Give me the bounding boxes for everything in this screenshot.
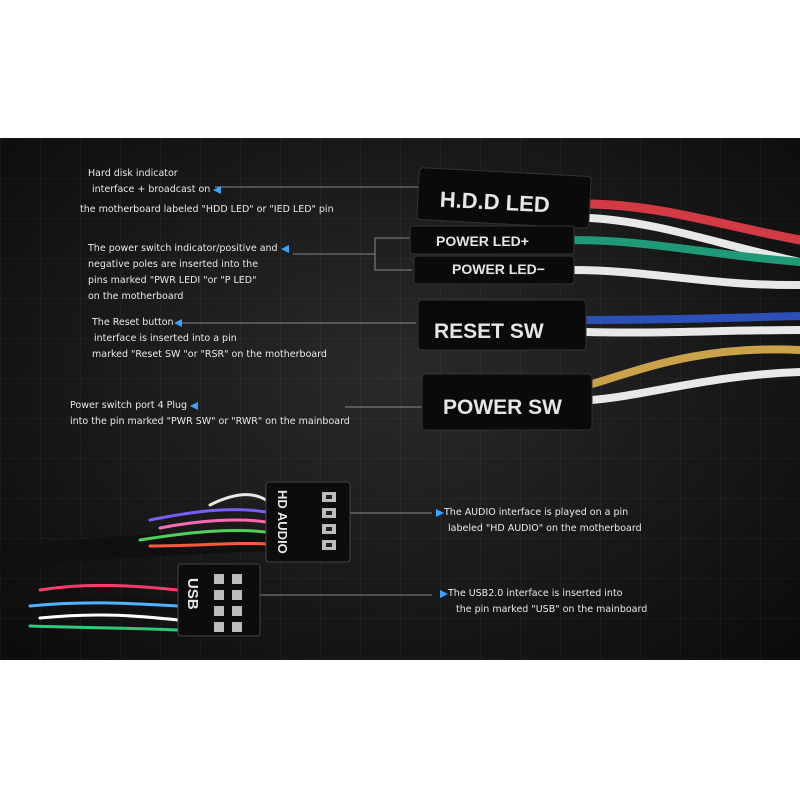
hdd-label-line-1: Hard disk indicator — [88, 168, 178, 179]
wire-pled-white — [568, 266, 800, 290]
power-sw-text: POWER SW — [443, 396, 562, 419]
reset-arrow-icon — [173, 318, 182, 327]
hdd-label-line-2-text: interface + broadcast on — [92, 184, 211, 195]
wire-psw-white — [588, 368, 800, 404]
power-led-label: The power switch indicator/positive and … — [88, 241, 289, 305]
hdd-led-connector-text: H.D.D LED — [439, 187, 550, 218]
reset-sw-connector: RESET SW — [417, 299, 587, 351]
wire-reset-white — [581, 326, 800, 337]
hdd-label-line-2: interface + broadcast on — [80, 182, 334, 198]
power-sw-label-line-1: Power switch port 4 Plug — [70, 398, 350, 414]
power-led-arrow-icon — [280, 244, 289, 253]
reset-label: The Reset button interface is inserted i… — [92, 315, 327, 363]
hdd-arrow-icon — [213, 185, 222, 194]
wire-psw-yellow — [588, 345, 800, 388]
hdd-led-connector: H.D.D LED — [416, 167, 592, 229]
reset-sw-text: RESET SW — [434, 320, 544, 343]
usb-text: USB — [184, 578, 201, 610]
usb-label: The USB2.0 interface is inserted into th… — [440, 586, 647, 618]
background-panel — [0, 138, 800, 660]
audio-label-line-1-text: The AUDIO interface is played on a pin — [444, 507, 629, 518]
reset-label-line-1-text: The Reset button — [92, 317, 174, 328]
wire-hdd-red — [585, 199, 800, 245]
reset-label-line-1: The Reset button — [92, 315, 327, 331]
wire-pled-green — [568, 236, 800, 266]
power-sw-arrow-icon — [190, 401, 199, 410]
reset-label-line-3: marked "Reset SW "or "RSR" on the mother… — [92, 349, 327, 360]
power-led-minus-text: POWER LED− — [452, 261, 545, 277]
hdd-label: Hard disk indicator interface + broadcas… — [80, 166, 334, 218]
audio-label-line-1: The AUDIO interface is played on a pin — [436, 505, 642, 521]
power-sw-label: Power switch port 4 Plug into the pin ma… — [70, 398, 350, 430]
cable-bundle — [0, 529, 276, 571]
audio-arrow-icon — [436, 508, 444, 517]
power-led-label-line-1: The power switch indicator/positive and — [88, 241, 289, 257]
power-led-label-line-1-text: The power switch indicator/positive and — [88, 243, 278, 254]
power-led-label-line-3: pins marked "PWR LEDI "or "P LED" — [88, 275, 257, 286]
power-sw-label-line-2: into the pin marked "PWR SW" or "RWR" on… — [70, 416, 350, 427]
usb-label-line-2: the pin marked "USB" on the mainboard — [456, 604, 648, 615]
power-led-minus-connector: POWER LED− — [413, 255, 575, 285]
power-led-label-line-2: negative poles are inserted into the — [88, 259, 259, 270]
reset-label-line-2: interface is inserted into a pin — [94, 333, 237, 344]
usb-label-line-1-text: The USB2.0 interface is inserted into — [448, 588, 623, 599]
power-sw-connector: POWER SW — [421, 373, 593, 431]
power-led-plus-text: POWER LED+ — [436, 233, 529, 249]
usb-label-line-1: The USB2.0 interface is inserted into — [440, 586, 647, 602]
audio-label-line-2: labeled "HD AUDIO" on the motherboard — [448, 523, 642, 534]
usb-arrow-icon — [440, 589, 448, 598]
power-sw-label-line-1-text: Power switch port 4 Plug — [70, 400, 188, 411]
hd-audio-connector: HD AUDIO — [265, 481, 351, 563]
power-led-label-line-4: on the motherboard — [88, 291, 184, 302]
hd-audio-text: HD AUDIO — [275, 490, 290, 554]
power-led-plus-connector: POWER LED+ — [409, 225, 575, 255]
audio-label: The AUDIO interface is played on a pin l… — [436, 505, 642, 537]
hdd-label-line-3: the motherboard labeled "HDD LED" or "IE… — [80, 204, 334, 215]
usb-connector: USB — [177, 563, 261, 637]
wire-reset-blue — [581, 312, 800, 324]
